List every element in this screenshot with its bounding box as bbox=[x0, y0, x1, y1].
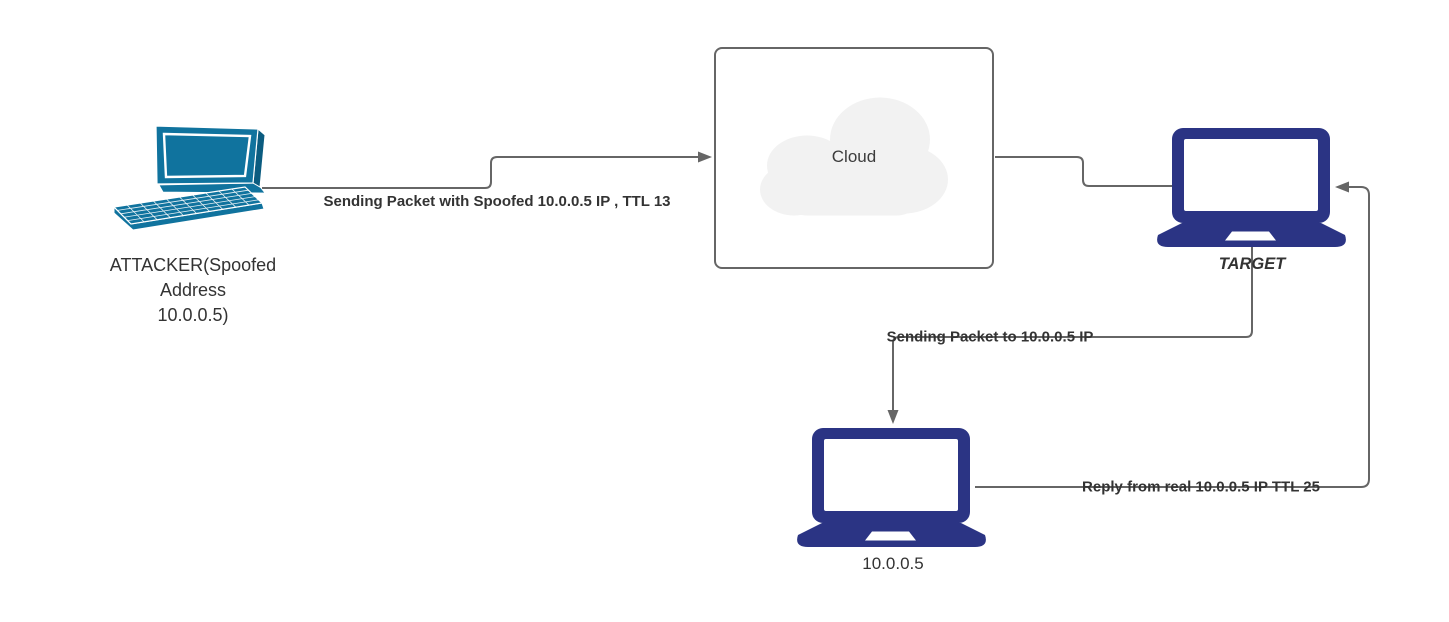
cloud-box: Cloud bbox=[714, 47, 994, 269]
target-laptop-icon bbox=[1157, 128, 1346, 247]
cloud-label: Cloud bbox=[831, 147, 877, 166]
real-host-laptop-icon bbox=[797, 428, 986, 547]
arrowhead-into-cloud-icon bbox=[698, 151, 712, 163]
cloud-icon bbox=[760, 97, 948, 216]
edge-attacker-to-cloud bbox=[262, 156, 698, 189]
target-label: TARGET bbox=[1218, 255, 1286, 273]
attacker-label: ATTACKER(Spoofed Address 10.0.0.5) bbox=[110, 253, 276, 328]
attacker-label-line1: ATTACKER(Spoofed bbox=[109, 255, 277, 275]
attacker-laptop-icon bbox=[113, 125, 265, 230]
attacker-label-line3: 10.0.0.5) bbox=[157, 305, 229, 325]
arrowhead-into-real-host-icon bbox=[887, 410, 899, 424]
real-host-label: 10.0.0.5 bbox=[862, 554, 924, 573]
edge-cloud-to-target bbox=[995, 156, 1172, 187]
edge-label-send-to-real-ip: Sending Packet to 10.0.0.5 IP bbox=[886, 328, 1094, 346]
attacker-label-line2: Address bbox=[159, 280, 227, 300]
edge-label-spoofed-packet: Sending Packet with Spoofed 10.0.0.5 IP … bbox=[323, 193, 671, 210]
edge-label-reply: Reply from real 10.0.0.5 IP TTL 25 bbox=[1082, 478, 1320, 496]
